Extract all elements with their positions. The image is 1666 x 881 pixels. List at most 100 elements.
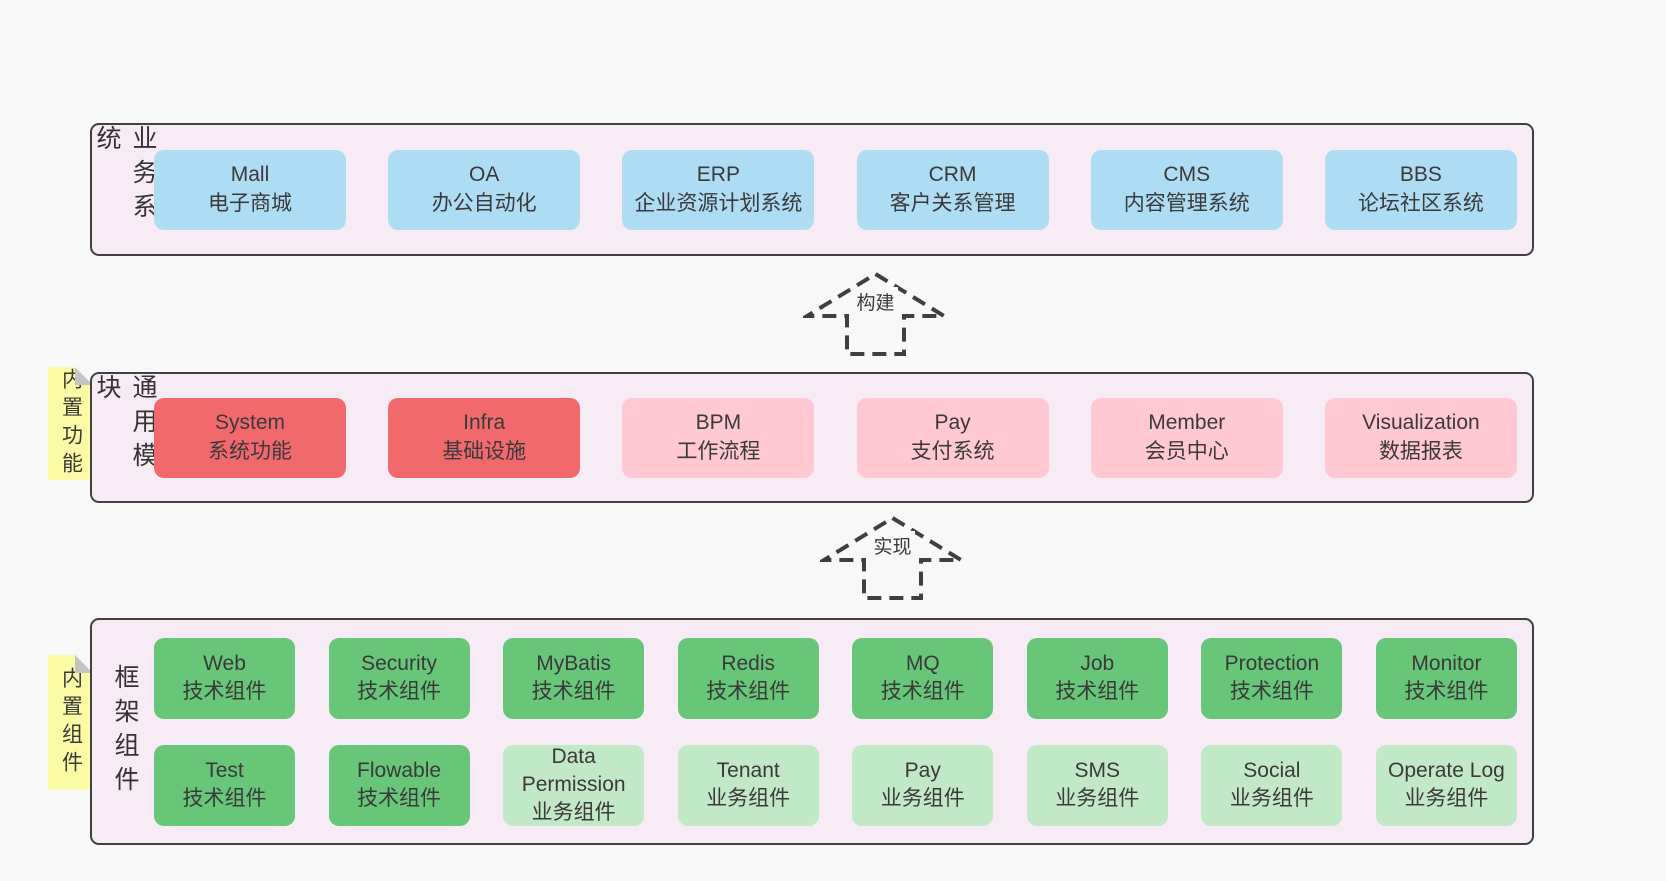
- box-pay-business: Pay 业务组件: [852, 744, 994, 826]
- box-subtitle: 业务组件: [880, 787, 965, 810]
- box-oa: OA 办公自动化: [388, 149, 581, 230]
- box-erp: ERP 企业资源计划系统: [622, 149, 815, 230]
- build-arrow: 构建: [803, 270, 948, 358]
- box-title: CMS: [1163, 162, 1211, 186]
- box-title: Pay: [904, 759, 941, 783]
- implement-arrow-label: 实现: [870, 531, 915, 560]
- box-security: Security 技术组件: [328, 637, 470, 719]
- framework-row-2: Test 技术组件 Flowable 技术组件 Data Permission …: [154, 744, 1517, 826]
- box-subtitle: 数据报表: [1378, 439, 1463, 463]
- box-visualization: Visualization 数据报表: [1324, 397, 1517, 478]
- box-bbs: BBS 论坛社区系统: [1324, 149, 1517, 230]
- box-title: Data Permission: [521, 745, 626, 797]
- box-web: Web 技术组件: [154, 637, 295, 719]
- box-mall: Mall 电子商城: [154, 149, 346, 230]
- box-subtitle: 企业资源计划系统: [634, 191, 803, 215]
- box-subtitle: 技术组件: [1229, 680, 1314, 703]
- box-title: System: [214, 410, 285, 434]
- box-title: Tenant: [716, 759, 780, 783]
- box-subtitle: 论坛社区系统: [1357, 191, 1484, 215]
- box-subtitle: 基础设施: [442, 439, 527, 463]
- box-title: BBS: [1399, 162, 1442, 186]
- box-subtitle: 业务组件: [1404, 787, 1489, 810]
- box-subtitle: 技术组件: [182, 787, 267, 810]
- box-subtitle: 业务组件: [1055, 787, 1140, 810]
- box-subtitle: 业务组件: [706, 787, 791, 810]
- box-infra: Infra 基础设施: [388, 397, 581, 478]
- box-title: OA: [469, 162, 500, 186]
- common-modules-boxes: System 系统功能 Infra 基础设施 BPM 工作流程 Pay 支付系统…: [154, 374, 1517, 501]
- box-system: System 系统功能: [154, 397, 346, 478]
- box-redis: Redis 技术组件: [677, 637, 819, 719]
- box-pay: Pay 支付系统: [856, 397, 1049, 478]
- common-modules-band: 通用模块 System 系统功能 Infra 基础设施 BPM 工作流程 Pay…: [90, 372, 1534, 503]
- box-mq: MQ 技术组件: [852, 637, 994, 719]
- box-subtitle: 技术组件: [1404, 680, 1489, 703]
- business-systems-boxes: Mall 电子商城 OA 办公自动化 ERP 企业资源计划系统 CRM 客户关系…: [154, 125, 1517, 254]
- box-title: Redis: [721, 652, 776, 676]
- box-title: Operate Log: [1388, 759, 1505, 783]
- band-label-common-modules: 通用模块: [93, 374, 157, 476]
- box-title: Security: [361, 652, 437, 676]
- box-title: Member: [1148, 410, 1226, 434]
- box-subtitle: 技术组件: [706, 680, 791, 703]
- arrow-up-icon: [803, 271, 948, 356]
- box-subtitle: 客户关系管理: [889, 191, 1016, 215]
- sticky-note-label: 内置组件: [59, 666, 83, 779]
- box-title: Social: [1243, 759, 1301, 783]
- box-subtitle: 技术组件: [1055, 680, 1140, 703]
- box-crm: CRM 客户关系管理: [856, 149, 1049, 230]
- note-fold-corner-icon: [75, 655, 93, 673]
- box-title: Protection: [1224, 652, 1320, 676]
- box-social: Social 业务组件: [1201, 744, 1343, 826]
- box-subtitle: 工作流程: [676, 439, 761, 463]
- box-title: SMS: [1074, 759, 1121, 783]
- box-protection: Protection 技术组件: [1201, 637, 1343, 719]
- box-flowable: Flowable 技术组件: [328, 744, 470, 826]
- box-member: Member 会员中心: [1090, 397, 1283, 478]
- build-arrow-label: 构建: [853, 287, 898, 316]
- business-systems-band: 业务系统 Mall 电子商城 OA 办公自动化 ERP 企业资源计划系统 CRM…: [90, 123, 1534, 256]
- box-subtitle: 技术组件: [182, 680, 267, 703]
- box-title: MQ: [905, 652, 940, 676]
- box-subtitle: 支付系统: [910, 439, 995, 463]
- box-bpm: BPM 工作流程: [622, 397, 815, 478]
- box-title: MyBatis: [536, 652, 611, 676]
- band-label-framework-components: 框架组件: [111, 663, 139, 800]
- note-fold-corner-icon: [75, 367, 93, 385]
- box-title: Infra: [463, 410, 506, 434]
- box-title: Pay: [934, 410, 971, 434]
- box-data-permission: Data Permission 业务组件: [503, 744, 645, 826]
- box-title: BPM: [695, 410, 742, 434]
- box-subtitle: 技术组件: [880, 680, 965, 703]
- box-title: Monitor: [1411, 652, 1482, 676]
- box-test: Test 技术组件: [154, 744, 295, 826]
- box-subtitle: 系统功能: [208, 439, 292, 463]
- framework-components-rows: Web 技术组件 Security 技术组件 MyBatis 技术组件 Redi…: [154, 620, 1517, 843]
- box-mybatis: MyBatis 技术组件: [503, 637, 645, 719]
- box-monitor: Monitor 技术组件: [1375, 637, 1517, 719]
- arrow-up-icon: [820, 515, 965, 600]
- box-title: Job: [1080, 652, 1115, 676]
- box-title: CRM: [928, 162, 977, 186]
- box-subtitle: 业务组件: [1229, 787, 1314, 810]
- box-subtitle: 技术组件: [357, 787, 442, 810]
- box-sms: SMS 业务组件: [1026, 744, 1168, 826]
- box-subtitle: 电子商城: [208, 191, 292, 215]
- box-subtitle: 技术组件: [531, 680, 616, 703]
- framework-row-1: Web 技术组件 Security 技术组件 MyBatis 技术组件 Redi…: [154, 637, 1517, 719]
- box-operate-log: Operate Log 业务组件: [1375, 744, 1517, 826]
- sticky-note-label: 内置功能: [59, 367, 83, 480]
- box-tenant: Tenant 业务组件: [677, 744, 819, 826]
- band-label-business-systems: 业务系统: [93, 125, 157, 227]
- box-title: ERP: [696, 162, 740, 186]
- implement-arrow: 实现: [820, 514, 965, 602]
- box-title: Flowable: [357, 759, 442, 783]
- box-title: Visualization: [1362, 410, 1480, 434]
- box-job: Job 技术组件: [1026, 637, 1168, 719]
- box-title: Web: [203, 652, 246, 676]
- framework-components-band: 框架组件 Web 技术组件 Security 技术组件 MyBatis 技术组件…: [90, 618, 1534, 845]
- box-cms: CMS 内容管理系统: [1090, 149, 1283, 230]
- box-subtitle: 内容管理系统: [1123, 191, 1250, 215]
